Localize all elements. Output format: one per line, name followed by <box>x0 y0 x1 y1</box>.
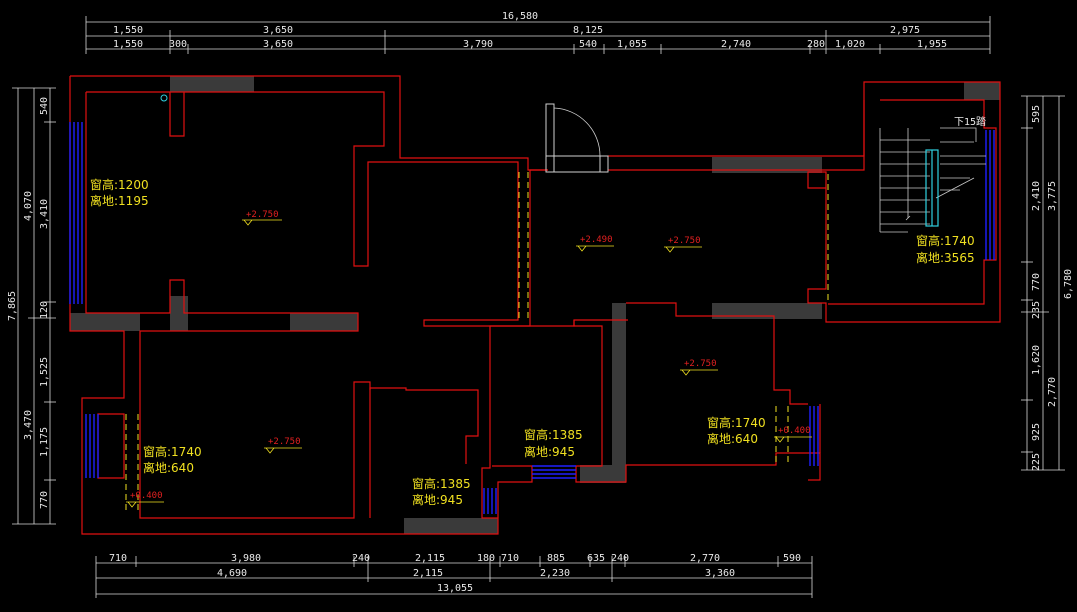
bottom-dim-2-2: 2,115 <box>413 568 443 579</box>
svg-text:+2.750: +2.750 <box>684 359 717 369</box>
left-dim-inner-2: 3,410 <box>39 199 50 229</box>
svg-text:+2.490: +2.490 <box>580 235 613 245</box>
right-dim-inner-7: 225 <box>1031 453 1042 471</box>
right-dim-inner-1: 595 <box>1031 105 1042 123</box>
structural-columns <box>70 76 1000 534</box>
level-mark: +0.400 <box>126 491 164 508</box>
left-dim-inner-4: 1,525 <box>39 357 50 387</box>
note-6-sill: 离地:640 <box>707 431 758 446</box>
staircase: 下15踏 <box>879 115 986 233</box>
window-right-stair <box>985 130 995 260</box>
window-left-top <box>69 122 83 304</box>
note-1-sill: 离地:1195 <box>90 193 149 208</box>
bottom-dim-1-1: 710 <box>109 553 127 564</box>
bottom-dim-1-4: 2,115 <box>415 553 445 564</box>
right-dim-total: 6,780 <box>1063 269 1074 299</box>
top-dim-3-10: 1,955 <box>917 39 947 50</box>
left-dim-inner-6: 770 <box>39 491 50 509</box>
right-dimension-chain: 6,780 3,775 2,770 595 2,410 770 235 1,62… <box>1021 95 1074 471</box>
note-2-height: 窗高:1740 <box>916 233 975 248</box>
walls <box>69 75 1001 535</box>
bottom-dim-1-5: 180 <box>477 553 495 564</box>
svg-text:+2.750: +2.750 <box>268 437 301 447</box>
bottom-dim-total: 13,055 <box>437 583 473 594</box>
top-dim-3-8: 280 <box>807 39 825 50</box>
note-5-height: 窗高:1385 <box>412 476 471 491</box>
bottom-dim-1-9: 240 <box>611 553 629 564</box>
top-dim-3-9: 1,020 <box>835 39 865 50</box>
svg-text:+2.750: +2.750 <box>668 236 701 246</box>
top-dim-3-5: 540 <box>579 39 597 50</box>
bottom-dim-1-10: 2,770 <box>690 553 720 564</box>
level-mark: +2.490 <box>576 235 614 252</box>
left-dim-inner-5: 1,175 <box>39 427 50 457</box>
bottom-dim-2-3: 2,230 <box>540 568 570 579</box>
bottom-dim-1-11: 590 <box>783 553 801 564</box>
svg-text:+0.400: +0.400 <box>130 491 163 501</box>
level-mark: +2.750 <box>664 236 702 253</box>
note-1-height: 窗高:1200 <box>90 177 149 192</box>
dashed-openings <box>125 172 829 512</box>
left-dim-mid-1: 4,070 <box>23 191 34 221</box>
top-dim-2-3: 8,125 <box>573 25 603 36</box>
bottom-dim-1-3: 240 <box>352 553 370 564</box>
top-dim-3-6: 1,055 <box>617 39 647 50</box>
windows <box>69 122 995 514</box>
right-dim-mid-1: 3,775 <box>1047 181 1058 211</box>
right-dim-mid-2: 2,770 <box>1047 377 1058 407</box>
level-mark: +2.750 <box>242 210 282 226</box>
note-4-height: 窗高:1385 <box>524 427 583 442</box>
top-dim-total: 16,580 <box>502 11 538 22</box>
top-dim-2-2: 3,650 <box>263 25 293 36</box>
left-dim-inner-1: 540 <box>39 97 50 115</box>
left-dim-mid-2: 3,470 <box>23 410 34 440</box>
bottom-dim-1-2: 3,980 <box>231 553 261 564</box>
right-dim-inner-6: 925 <box>1031 423 1042 441</box>
note-6-height: 窗高:1740 <box>707 415 766 430</box>
left-dimension-chain: 7,865 4,070 3,470 540 3,410 120 1,525 1,… <box>7 87 56 525</box>
top-dimension-chain: 16,580 1,550 3,650 8,125 2,975 1,550 300… <box>85 11 991 54</box>
bottom-dim-1-7: 885 <box>547 553 565 564</box>
top-dim-3-4: 3,790 <box>463 39 493 50</box>
svg-text:+0.400: +0.400 <box>778 426 811 436</box>
note-5-sill: 离地:945 <box>412 492 463 507</box>
window-bottom-left <box>483 488 497 514</box>
right-dim-inner-5: 1,620 <box>1031 345 1042 375</box>
left-dim-total: 7,865 <box>7 291 18 321</box>
top-dim-2-1: 1,550 <box>113 25 143 36</box>
top-dim-2-4: 2,975 <box>890 25 920 36</box>
stair-label: 下15踏 <box>954 115 986 128</box>
bottom-dim-1-8: 635 <box>587 553 605 564</box>
bottom-dim-1-6: 710 <box>501 553 519 564</box>
note-4-sill: 离地:945 <box>524 444 575 459</box>
right-dim-inner-4: 235 <box>1031 301 1042 319</box>
note-3-sill: 离地:640 <box>143 460 194 475</box>
level-mark: +2.750 <box>680 359 718 376</box>
svg-text:+2.750: +2.750 <box>246 210 279 220</box>
entrance-door <box>545 103 609 173</box>
window-notes: 窗高:1200 离地:1195 窗高:1740 离地:3565 窗高:1740 … <box>90 177 975 507</box>
note-3-height: 窗高:1740 <box>143 444 202 459</box>
window-bottom-center <box>532 465 576 479</box>
note-2-sill: 离地:3565 <box>916 250 975 265</box>
right-dim-inner-3: 770 <box>1031 273 1042 291</box>
window-right-bottom <box>809 406 819 466</box>
top-dim-3-2: 300 <box>169 39 187 50</box>
bottom-dim-2-1: 4,690 <box>217 568 247 579</box>
top-dim-3-7: 2,740 <box>721 39 751 50</box>
right-dim-inner-2: 2,410 <box>1031 181 1042 211</box>
left-dim-inner-3: 120 <box>39 301 50 319</box>
level-mark: +0.400 <box>774 426 812 443</box>
top-dim-3-1: 1,550 <box>113 39 143 50</box>
level-mark: +2.750 <box>264 437 302 454</box>
top-dim-3-3: 3,650 <box>263 39 293 50</box>
fixture-icon <box>160 94 168 102</box>
window-left-bottom <box>85 414 99 478</box>
level-marks: +2.750 +2.490 +2.750 +2.750 +2.750 +0.40… <box>126 210 812 508</box>
bottom-dim-2-4: 3,360 <box>705 568 735 579</box>
bottom-dimension-chain: 710 3,980 240 2,115 180 710 885 635 240 … <box>95 553 813 598</box>
